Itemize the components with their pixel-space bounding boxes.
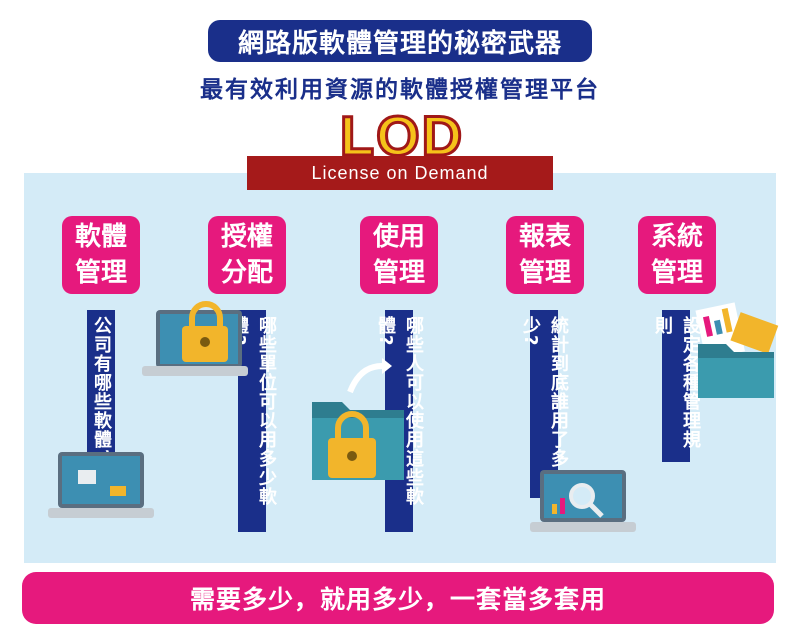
laptop-lock-icon xyxy=(142,301,248,376)
category-label-line1: 報表 xyxy=(518,222,571,252)
category-label-line2: 管理 xyxy=(650,258,703,288)
category-label-line2: 分配 xyxy=(220,258,273,288)
category-usage-management: 使用 管理 xyxy=(360,216,438,294)
category-license-allocation: 授權 分配 xyxy=(208,216,286,294)
category-system-management: 系統 管理 xyxy=(638,216,716,294)
category-label-line1: 軟體 xyxy=(74,222,127,252)
category-software-management: 軟體 管理 xyxy=(62,216,140,294)
folder-documents-icon xyxy=(695,302,779,398)
page-title: 網路版軟體管理的秘密武器 xyxy=(208,20,592,62)
category-label-line2: 管理 xyxy=(74,258,127,288)
category-label-line1: 授權 xyxy=(220,222,273,252)
page-subtitle: 最有效利用資源的軟體授權管理平台 xyxy=(200,77,600,103)
lod-logo: LOD xyxy=(338,102,465,168)
category-description: 設定各種管理規則 xyxy=(652,310,701,462)
logo-tagline: License on Demand xyxy=(247,156,553,190)
category-report-management: 報表 管理 xyxy=(506,216,584,294)
category-label-line1: 系統 xyxy=(650,222,703,252)
laptop-report-icon xyxy=(530,470,636,532)
slogan-banner: 需要多少，就用多少，一套當多套用 xyxy=(22,572,774,624)
category-label-line1: 使用 xyxy=(372,222,425,252)
category-description: 公司有哪些軟體? xyxy=(87,310,115,464)
category-description: 哪些單位可以用多少軟體? xyxy=(228,310,277,532)
category-label-line2: 管理 xyxy=(372,258,425,288)
category-description: 統計到底誰用了多少? xyxy=(520,310,569,498)
folder-lock-icon xyxy=(312,358,404,480)
category-label-line2: 管理 xyxy=(518,258,571,288)
laptop-icon xyxy=(48,452,154,518)
